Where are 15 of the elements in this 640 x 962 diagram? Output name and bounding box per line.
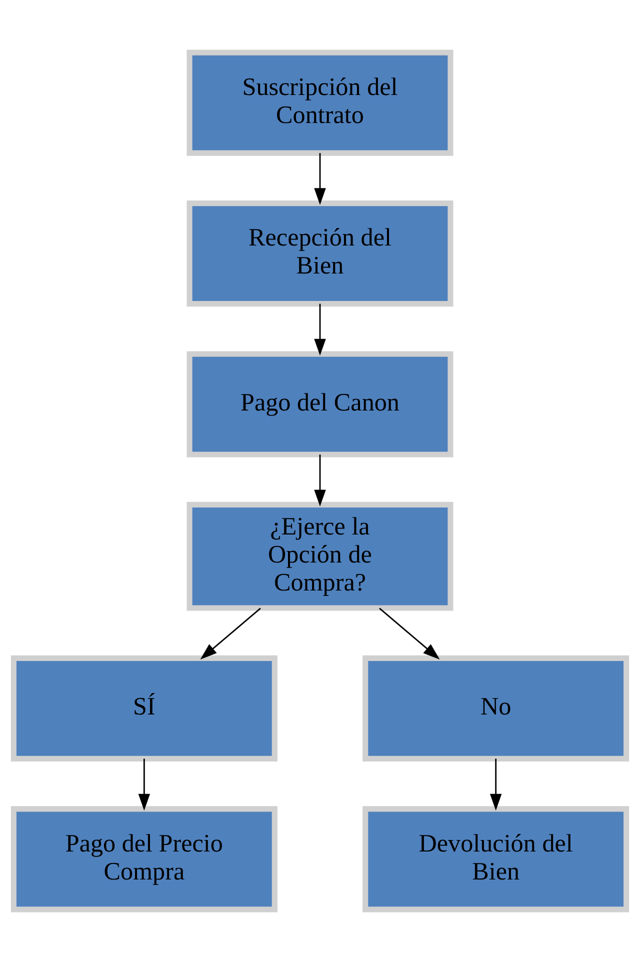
arrow (200, 608, 261, 660)
arrow (314, 153, 326, 205)
arrow (314, 304, 326, 356)
node-box: ¿Ejerce la Opción de Compra? (186, 502, 454, 611)
arrow (379, 608, 440, 660)
node-box: Recepción del Bien (186, 200, 454, 307)
node-box: SÍ (10, 655, 278, 762)
node-box: Pago del Canon (186, 351, 454, 458)
node-box: Suscripción del Contrato (186, 50, 454, 156)
node-box: Devolución del Bien (362, 806, 630, 912)
node-box: Pago del Precio Compra (10, 806, 278, 912)
arrow (314, 454, 326, 507)
arrow (138, 758, 150, 811)
arrow (490, 758, 502, 811)
node-box: No (362, 655, 630, 762)
